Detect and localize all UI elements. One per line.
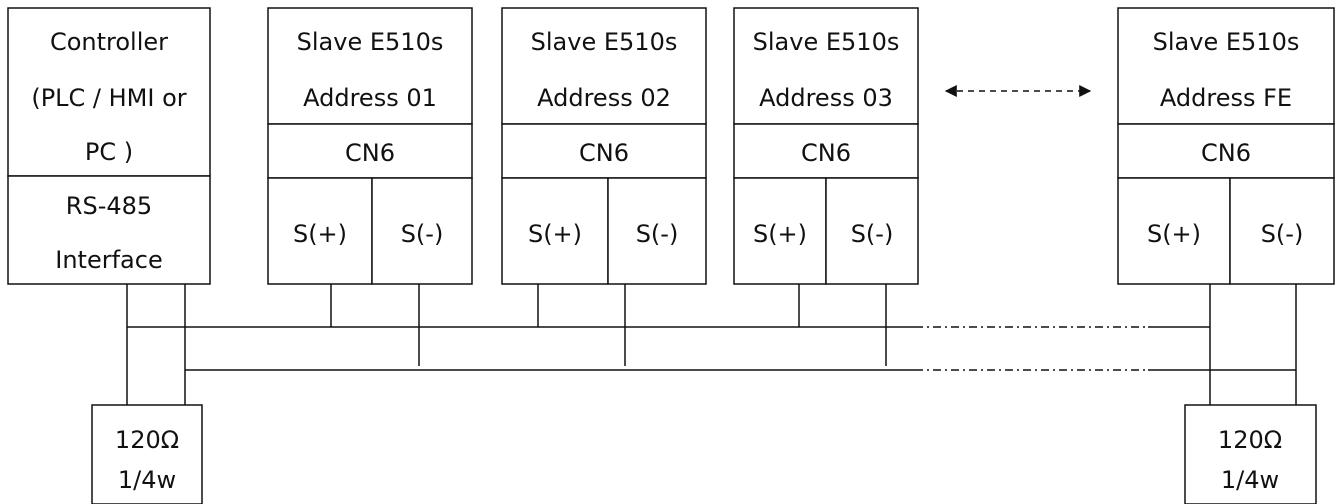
slave-address: Address FE bbox=[1160, 84, 1292, 112]
controller-title-line-3: PC ) bbox=[85, 138, 133, 166]
terminal-positive: S(+) bbox=[293, 220, 347, 248]
terminator-right: 120Ω 1/4w bbox=[1184, 404, 1317, 504]
slave-box-address-01: Slave E510s Address 01 CN6 S(+) S(-) bbox=[267, 7, 473, 285]
slave-title: Slave E510s bbox=[297, 28, 444, 56]
resistor-value: 120Ω bbox=[115, 426, 179, 454]
slave-title: Slave E510s bbox=[1153, 28, 1300, 56]
slave-address: Address 03 bbox=[759, 84, 893, 112]
connector-label: CN6 bbox=[579, 139, 629, 167]
slave-box-address-03: Slave E510s Address 03 CN6 S(+) S(-) bbox=[733, 7, 919, 285]
terminal-negative: S(-) bbox=[1261, 220, 1304, 248]
resistor-rating: 1/4w bbox=[118, 466, 176, 494]
slave-title: Slave E510s bbox=[753, 28, 900, 56]
slave-box-address-fe: Slave E510s Address FE CN6 S(+) S(-) bbox=[1117, 7, 1335, 285]
slave-address: Address 01 bbox=[303, 84, 437, 112]
resistor-rating: 1/4w bbox=[1221, 466, 1279, 494]
bus-wiring bbox=[126, 284, 1297, 405]
slave-box-address-02: Slave E510s Address 02 CN6 S(+) S(-) bbox=[501, 7, 707, 285]
slave-address: Address 02 bbox=[537, 84, 671, 112]
terminator-left: 120Ω 1/4w bbox=[91, 404, 203, 504]
terminal-positive: S(+) bbox=[528, 220, 582, 248]
connector-label: CN6 bbox=[1201, 139, 1251, 167]
terminal-negative: S(-) bbox=[636, 220, 679, 248]
rs485-interface-line-1: RS-485 bbox=[66, 192, 152, 220]
connector-label: CN6 bbox=[801, 139, 851, 167]
controller-title-line-2: (PLC / HMI or bbox=[31, 84, 186, 112]
controller-box: Controller (PLC / HMI or PC ) RS-485 Int… bbox=[7, 7, 211, 285]
connector-label: CN6 bbox=[345, 139, 395, 167]
terminal-negative: S(-) bbox=[851, 220, 894, 248]
resistor-value: 120Ω bbox=[1218, 426, 1282, 454]
terminal-negative: S(-) bbox=[401, 220, 444, 248]
rs485-interface-line-2: Interface bbox=[55, 246, 162, 274]
terminal-positive: S(+) bbox=[753, 220, 807, 248]
controller-title-line-1: Controller bbox=[50, 28, 168, 56]
terminal-positive: S(+) bbox=[1147, 220, 1201, 248]
slave-title: Slave E510s bbox=[531, 28, 678, 56]
